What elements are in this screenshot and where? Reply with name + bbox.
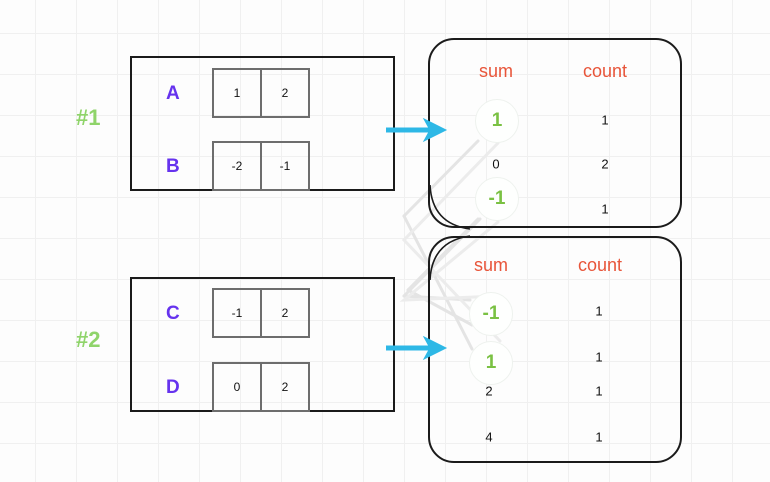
table-bottom-count-0: 1 [595, 303, 603, 319]
cellpair-a: 1 2 [212, 68, 310, 118]
row-letter-a: A [166, 83, 180, 104]
table-top-count-0: 1 [601, 112, 609, 128]
group-label-1: #1 [76, 105, 101, 130]
row-letter-c: C [166, 303, 180, 324]
cell-d-1: 2 [260, 362, 310, 412]
table-top-count-2: 1 [601, 201, 609, 217]
table-bottom-sum-2: 2 [485, 383, 493, 399]
row-letter-b: B [166, 156, 180, 177]
cellpair-d: 0 2 [212, 362, 310, 412]
cellpair-c: -1 2 [212, 288, 310, 338]
table-top-count-1: 2 [601, 156, 609, 172]
table-top-sum-0: 1 [475, 99, 519, 143]
table-bottom-sum-3: 4 [485, 429, 493, 445]
cell-a-1: 2 [260, 68, 310, 118]
row-letter-d: D [166, 377, 180, 398]
arrow-group1-to-top-table [386, 117, 448, 143]
group-label-2: #2 [76, 327, 101, 352]
cell-b-1: -1 [260, 141, 310, 191]
table-bottom-count-3: 1 [595, 429, 603, 445]
table-top-header-count: count [582, 61, 628, 81]
table-top-sum-2: -1 [475, 177, 519, 221]
table-top-sum-1: 0 [492, 156, 500, 172]
table-bottom-sum-0: -1 [469, 292, 513, 336]
arrow-group2-to-bottom-table [386, 335, 448, 361]
table-bottom-header-sum: sum [473, 255, 509, 275]
table-bottom-sum-1: 1 [469, 341, 513, 385]
table-bottom-count-2: 1 [595, 383, 603, 399]
table-bottom-count-1: 1 [595, 349, 603, 365]
cellpair-b: -2 -1 [212, 141, 310, 191]
table-bottom-header-count: count [577, 255, 623, 275]
cell-c-1: 2 [260, 288, 310, 338]
table-top-header-sum: sum [478, 61, 514, 81]
